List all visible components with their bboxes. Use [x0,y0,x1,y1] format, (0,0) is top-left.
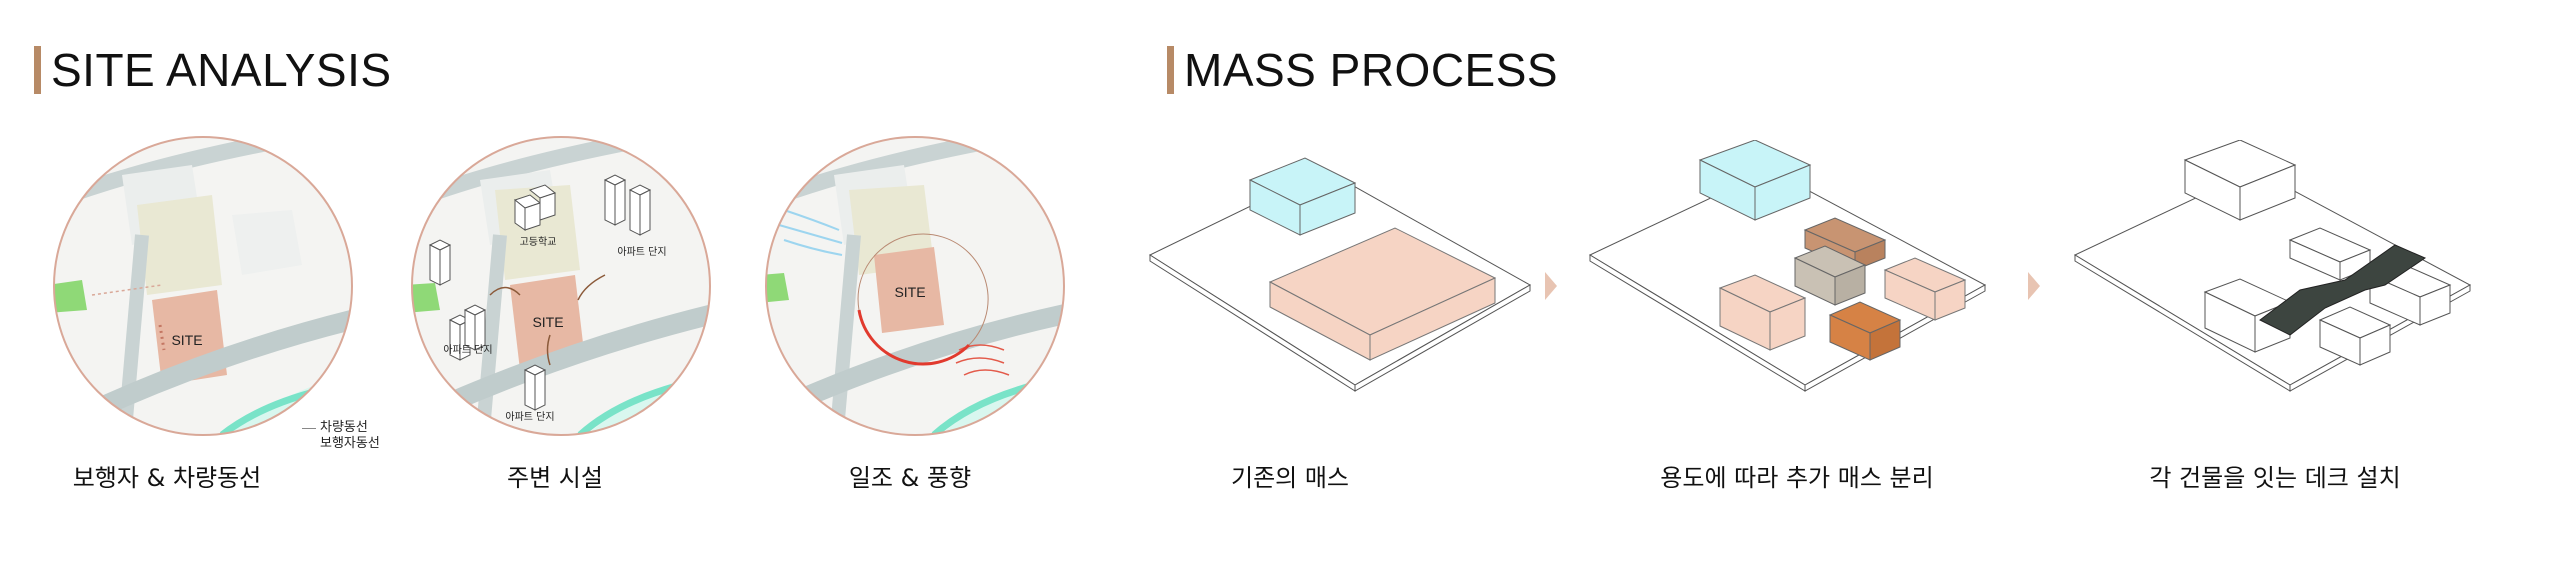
caption-separated-mass: 용도에 따라 추가 매스 분리 [1660,464,1934,492]
mass-process-title: MASS PROCESS [1167,44,1558,96]
label-school: 고등학교 [520,236,557,248]
caption-existing-mass: 기존의 매스 [1230,464,1350,492]
site-panel-sun-wind: SITE [764,135,1066,437]
caption-sun-wind: 일조 & 풍향 [848,464,972,492]
label-apt-bottom: 아파트 단지 [505,411,554,423]
site-panel-surroundings: SITE 고등학교 아파트 단지 아파트 단지 아파트 단지 [410,135,712,437]
caption-surroundings: 주변 시설 [507,464,603,492]
site-label: SITE [171,332,202,348]
site-panel-circulation: SITE [52,135,354,437]
title-accent-bar [34,46,41,94]
mass-process-title-text: MASS PROCESS [1184,44,1559,96]
mass-step-deck [2065,139,2485,415]
process-arrow-icon [2028,272,2040,300]
caption-deck: 각 건물을 잇는 데크 설치 [2149,464,2401,492]
label-apt-right: 아파트 단지 [617,246,666,258]
mass-step-existing [1140,150,1540,415]
legend-vehicle: 차량동선 [320,420,368,435]
mass-step-separated [1580,139,2000,415]
process-arrow-icon [1545,272,1557,300]
caption-circulation: 보행자 & 차량동선 [72,464,262,492]
vehicle-line-swatch [302,427,316,429]
label-apt-left: 아파트 단지 [443,344,492,356]
circulation-legend: 차량동선 보행자동선 [302,420,380,452]
title-accent-bar [1167,46,1174,94]
legend-pedestrian: 보행자동선 [320,436,380,451]
site-label: SITE [894,284,925,300]
site-label: SITE [532,314,563,330]
site-analysis-title: SITE ANALYSIS [34,44,392,96]
site-analysis-title-text: SITE ANALYSIS [51,44,392,96]
